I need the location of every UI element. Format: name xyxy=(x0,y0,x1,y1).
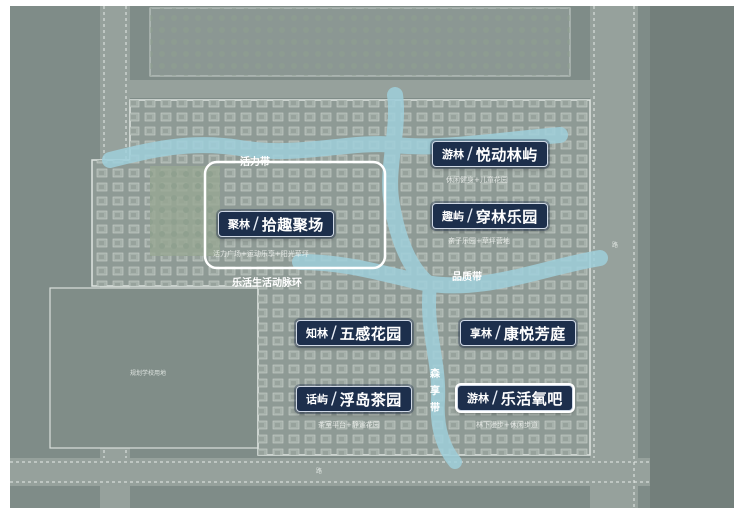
slash-divider: / xyxy=(467,144,473,164)
road-label-bottom: 路 xyxy=(316,468,323,475)
area-name: 五感花园 xyxy=(339,324,402,343)
area-subtitle: 休闲健身+儿童花园 xyxy=(446,176,508,184)
area-badge-yuedong[interactable]: 游林 / 悦动林屿 xyxy=(432,141,548,167)
school-land-label: 规划学校用地 xyxy=(130,370,167,377)
area-prefix: 聚林 xyxy=(228,218,250,231)
area-prefix: 知林 xyxy=(306,327,328,340)
area-name: 悦动林屿 xyxy=(475,145,538,164)
area-name: 康悦芳庭 xyxy=(503,324,566,343)
area-badge-kangyue[interactable]: 享林 / 康悦芳庭 xyxy=(460,320,576,346)
area-prefix: 趣屿 xyxy=(442,210,464,223)
area-subtitle: 林下漫步+休闲步道 xyxy=(476,421,538,429)
slash-divider: / xyxy=(492,388,498,408)
area-prefix: 游林 xyxy=(467,392,489,405)
area-prefix: 享林 xyxy=(470,327,492,340)
slash-divider: / xyxy=(467,206,473,226)
area-name: 穿林乐园 xyxy=(475,207,538,226)
slash-divider: / xyxy=(331,323,337,343)
road-label-right: 路 xyxy=(612,242,619,249)
area-subtitle: 茶室平台+静谧花园 xyxy=(318,421,380,429)
area-badge-lehuo[interactable]: 游林 / 乐活氧吧 xyxy=(457,385,573,411)
area-name: 浮岛茶园 xyxy=(339,390,402,409)
slash-divider: / xyxy=(495,323,501,343)
area-name: 拾趣聚场 xyxy=(261,215,324,234)
area-name: 乐活氧吧 xyxy=(500,389,563,408)
area-subtitle: 活力广场+运动乐享+阳光草坪 xyxy=(213,250,309,258)
slash-divider: / xyxy=(253,214,259,234)
zone-label-quality: 品质带 xyxy=(452,272,482,283)
area-prefix: 话屿 xyxy=(306,393,328,406)
zone-label-enjoy: 森享带 xyxy=(430,369,440,414)
slash-divider: / xyxy=(331,389,337,409)
area-subtitle: 亲子乐园+草坪营地 xyxy=(448,237,510,245)
zone-label-loop: 乐活生活动脉环 xyxy=(232,278,302,289)
area-prefix: 游林 xyxy=(442,148,464,161)
zone-label-vitality: 活力带 xyxy=(240,157,270,168)
area-badge-wugan[interactable]: 知林 / 五感花园 xyxy=(296,320,412,346)
area-badge-chuanlin[interactable]: 趣屿 / 穿林乐园 xyxy=(432,203,548,229)
area-badge-shiqu[interactable]: 聚林 / 拾趣聚场 xyxy=(218,211,334,237)
area-badge-fudao[interactable]: 话屿 / 浮岛茶园 xyxy=(296,386,412,412)
